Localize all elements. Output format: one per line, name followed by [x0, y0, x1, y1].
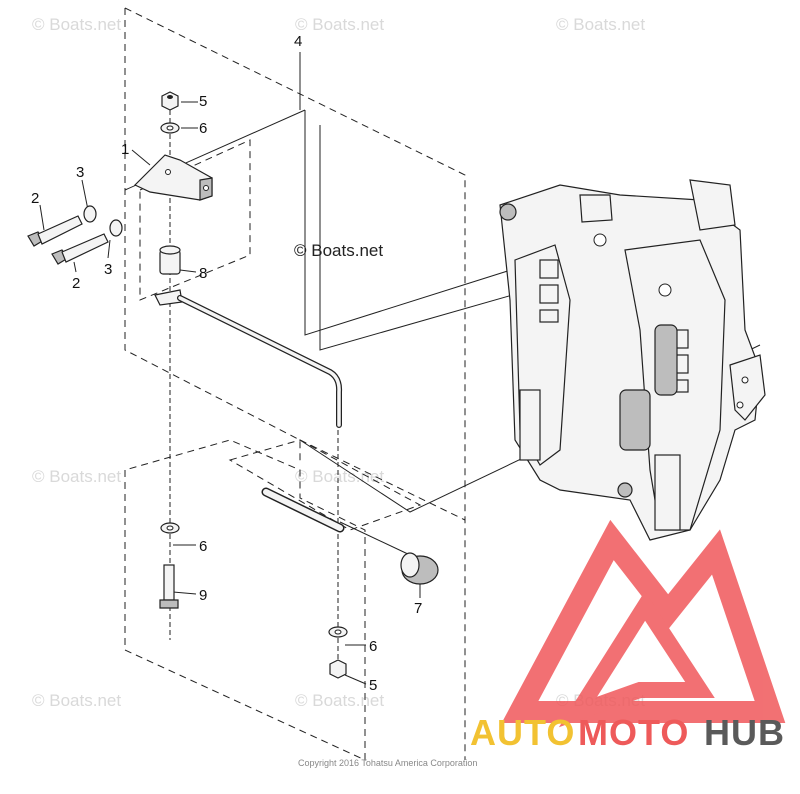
tilt-cylinder	[654, 324, 678, 396]
rod-body	[178, 296, 341, 427]
logo-triangle-shape	[501, 519, 786, 723]
ref-line	[319, 125, 601, 351]
part-number: 3	[76, 164, 84, 181]
part-number: 6	[369, 638, 377, 655]
trim-cylinder	[619, 389, 651, 451]
stud-shank	[163, 564, 175, 601]
pivot-hole	[658, 283, 672, 297]
assembly-outline-right	[124, 7, 466, 760]
washer-part	[83, 205, 97, 223]
brand-hub: HUB	[704, 712, 785, 753]
left-rail	[519, 389, 541, 461]
part-number: 6	[199, 120, 207, 137]
stud-head	[159, 599, 179, 609]
plate-slot	[539, 284, 559, 304]
washer-hole	[166, 525, 174, 531]
part-number: 3	[104, 261, 112, 278]
part-labels: 4 5 6 1 3 2 3 2 8 6 9 7 6 5	[31, 33, 422, 694]
copyright-text: Copyright 2016 Tohatsu America Corporati…	[298, 758, 477, 768]
nut-shape	[161, 91, 179, 111]
swivel-block	[579, 194, 613, 223]
lower-assembly-outline	[124, 439, 366, 761]
tilt-lever	[729, 354, 766, 421]
leader-line	[39, 204, 45, 231]
part-number: 1	[121, 141, 129, 158]
part-number: 8	[199, 265, 207, 282]
cap-face	[400, 552, 420, 578]
pin-part	[261, 487, 345, 533]
part-number: 9	[199, 587, 207, 604]
part-number: 2	[31, 190, 39, 207]
part-number: 4	[294, 33, 302, 50]
leader-line	[344, 674, 367, 685]
bracket-part	[133, 154, 213, 201]
bushing-top	[159, 245, 181, 255]
nut-part	[329, 659, 347, 679]
brand-moto: MOTO	[578, 712, 689, 753]
part-number: 2	[72, 275, 80, 292]
brand-auto: AUTO	[470, 712, 575, 753]
brand-wordmark: AUTO MOTO HUB	[470, 712, 785, 753]
right-rail	[654, 454, 681, 531]
plate-slot	[539, 309, 559, 323]
assembly-outline-group	[124, 7, 466, 761]
nut-hole	[167, 95, 173, 99]
lower-pivot	[617, 482, 633, 498]
control-rod-part	[154, 289, 343, 428]
lever-hole	[741, 376, 749, 384]
reference-lines	[39, 52, 761, 685]
watermark: © Boats.net	[295, 691, 384, 710]
logo-inner-shape	[558, 591, 715, 728]
leader-line	[73, 261, 77, 273]
pivot-hole	[593, 233, 607, 247]
part-number: 5	[369, 677, 377, 694]
upper-assembly-outline	[124, 8, 301, 462]
watermark: © Boats.net	[295, 467, 384, 486]
bolt-part	[27, 215, 83, 247]
leader-line	[172, 591, 197, 595]
washer-part	[109, 219, 123, 237]
watermark: © Boats.net	[32, 15, 121, 34]
center-watermark: © Boats.net	[294, 241, 383, 260]
watermark: © Boats.net	[32, 691, 121, 710]
plate-slot	[539, 259, 559, 279]
leader-line	[107, 239, 111, 259]
logo-mark	[501, 519, 786, 728]
bracket-hole	[165, 169, 171, 175]
part-number: 5	[199, 93, 207, 110]
pivot-boss	[499, 203, 517, 221]
nut-part	[161, 91, 179, 111]
ref-line	[304, 110, 591, 336]
washer-hole	[334, 629, 342, 635]
leader-line	[81, 179, 89, 211]
watermark: © Boats.net	[32, 467, 121, 486]
axis-line	[339, 521, 411, 556]
washer-hole	[166, 125, 174, 131]
clamp-bracket-assembly	[499, 179, 766, 541]
bushing-part	[159, 245, 181, 275]
pin-body	[263, 489, 343, 531]
leader-line	[131, 149, 151, 166]
cap-part	[400, 552, 439, 585]
watermark: © Boats.net	[295, 15, 384, 34]
top-mount	[689, 179, 736, 231]
lever-hole	[736, 401, 744, 409]
rod-body-outline	[177, 295, 343, 428]
part-number: 6	[199, 538, 207, 555]
leader-line	[179, 269, 197, 273]
bolt-part	[51, 233, 109, 265]
bolt-shank	[37, 215, 83, 245]
part-number: 7	[414, 600, 422, 617]
stud-bolt-part	[159, 564, 179, 609]
watermark: © Boats.net	[556, 15, 645, 34]
bracket-hole	[203, 185, 209, 191]
assembly-outline-mid	[299, 439, 466, 521]
bolt-shank	[61, 233, 109, 263]
pin-sub-outline	[228, 439, 422, 531]
